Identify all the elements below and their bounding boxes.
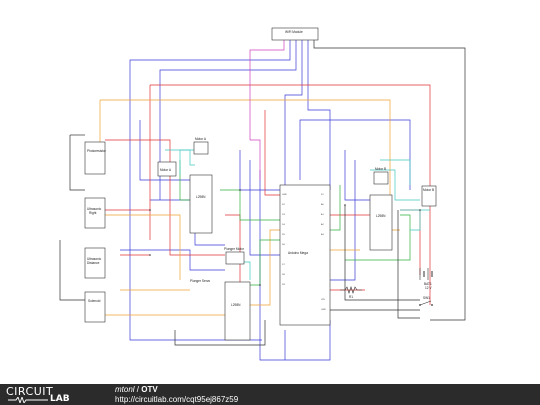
svg-text:D5: D5 bbox=[282, 234, 286, 236]
l298n-right[interactable]: L298N bbox=[369, 194, 393, 251]
svg-text:A1: A1 bbox=[321, 213, 324, 216]
byline-separator: / bbox=[136, 385, 140, 394]
svg-text:VIN: VIN bbox=[321, 299, 325, 301]
l298n-bottom-label: L298N bbox=[231, 303, 241, 307]
motor-a-top[interactable]: Motor A bbox=[193, 137, 209, 155]
logo-lab-text: LAB bbox=[50, 394, 70, 404]
motor-a-left-label: Motor A bbox=[160, 168, 172, 172]
black-wires bbox=[59, 40, 466, 346]
resistor-r1[interactable]: R1 bbox=[340, 286, 362, 299]
ultrasonic-right-line2: Right bbox=[89, 211, 97, 215]
footer-bar: CIRCUIT LAB mtonl / OTV http://circuitla… bbox=[0, 384, 540, 405]
svg-text:D3: D3 bbox=[282, 214, 286, 216]
ultrasonic-distance-label: Ultrasonic Distance bbox=[87, 257, 102, 265]
plunger-motor-label: Plunger Motor bbox=[224, 247, 245, 251]
svg-text:D2: D2 bbox=[282, 204, 286, 206]
ultrasonic-distance-line2: Distance bbox=[87, 261, 100, 265]
l298n-left[interactable]: L298N bbox=[189, 174, 213, 234]
motor-b-top-label: Motor B bbox=[375, 167, 386, 171]
circuitlab-logo[interactable]: CIRCUIT LAB bbox=[6, 385, 92, 404]
circuit-url-link[interactable]: http://circuitlab.com/cqt95ej867z59 bbox=[115, 395, 239, 404]
ultrasonic-distance[interactable]: Ultrasonic Distance bbox=[84, 247, 106, 279]
battery-bat1[interactable]: BAT1 12 V bbox=[419, 268, 433, 290]
svg-text:A3: A3 bbox=[321, 233, 324, 236]
cyan-wires bbox=[165, 149, 430, 280]
motor-a-left[interactable]: Motor A bbox=[157, 161, 177, 177]
ultrasonic-right-line1: Ultrasonic bbox=[87, 207, 102, 211]
wifi-module[interactable]: WiFi Module bbox=[271, 27, 319, 41]
plunger-servo-label: Plunger Servo bbox=[190, 279, 210, 283]
l298n-right-label: L298N bbox=[376, 214, 386, 218]
l298n-left-label: L298N bbox=[196, 195, 206, 199]
green-wires bbox=[179, 160, 411, 286]
switch-sw1[interactable]: SW1 bbox=[419, 296, 433, 306]
motor-b-top[interactable]: Motor B bbox=[373, 167, 389, 185]
arduino-mega[interactable]: Arduino Mega GND D2 D3 D4 D5 D6 D7 D8 D9… bbox=[279, 184, 331, 326]
blue-wires bbox=[120, 40, 411, 361]
motor-b-right[interactable]: Motor B bbox=[421, 185, 437, 207]
motor-a-top-label: Motor A bbox=[195, 137, 207, 141]
svg-text:D4: D4 bbox=[282, 224, 286, 226]
svg-text:D8: D8 bbox=[282, 274, 286, 276]
svg-text:D9: D9 bbox=[282, 284, 286, 286]
battery-label-line1: BAT1 bbox=[424, 282, 432, 286]
svg-text:D7: D7 bbox=[282, 264, 286, 266]
photoresistor[interactable]: Photoresistor bbox=[84, 141, 107, 175]
resistor-label: R1 bbox=[349, 295, 353, 299]
schematic-canvas[interactable]: WiFi Module Photoresistor Ultrasonic Rig… bbox=[0, 0, 540, 384]
switch-label: SW1 bbox=[423, 296, 430, 300]
arduino-mega-label: Arduino Mega bbox=[288, 251, 308, 255]
circuit-title[interactable]: OTV bbox=[141, 385, 158, 394]
logo-wave-icon bbox=[8, 397, 48, 403]
l298n-bottom[interactable]: L298N bbox=[224, 281, 251, 341]
author-name[interactable]: mtonl bbox=[115, 385, 135, 394]
svg-text:GND: GND bbox=[321, 309, 326, 311]
photoresistor-label: Photoresistor bbox=[87, 149, 107, 153]
logo-circuit-text: CIRCUIT bbox=[6, 385, 54, 398]
solenoid[interactable]: Solenoid bbox=[84, 291, 106, 323]
svg-text:5V: 5V bbox=[321, 194, 324, 196]
motor-b-right-label: Motor B bbox=[423, 188, 434, 192]
solenoid-label: Solenoid bbox=[88, 299, 101, 303]
battery-label-line2: 12 V bbox=[425, 286, 432, 290]
wires bbox=[59, 40, 466, 361]
svg-text:A2: A2 bbox=[321, 223, 324, 226]
orange-wires bbox=[85, 99, 400, 316]
plunger-motor[interactable]: Plunger Motor bbox=[224, 247, 245, 265]
ultrasonic-right[interactable]: Ultrasonic Right bbox=[84, 197, 106, 229]
ultrasonic-right-label: Ultrasonic Right bbox=[87, 207, 102, 215]
magenta-wires bbox=[249, 40, 285, 180]
junction-dots bbox=[149, 189, 421, 286]
svg-text:GND: GND bbox=[282, 194, 287, 196]
battery-label: BAT1 12 V bbox=[424, 282, 433, 290]
ultrasonic-distance-line1: Ultrasonic bbox=[87, 257, 102, 261]
wifi-module-label: WiFi Module bbox=[285, 30, 303, 34]
svg-text:D6: D6 bbox=[282, 244, 286, 246]
byline: mtonl / OTV bbox=[115, 385, 158, 394]
svg-text:A0: A0 bbox=[321, 203, 324, 206]
arduino-pin-labels: GND D2 D3 D4 D5 D6 D7 D8 D9 5V A0 A1 A2 … bbox=[282, 194, 326, 311]
